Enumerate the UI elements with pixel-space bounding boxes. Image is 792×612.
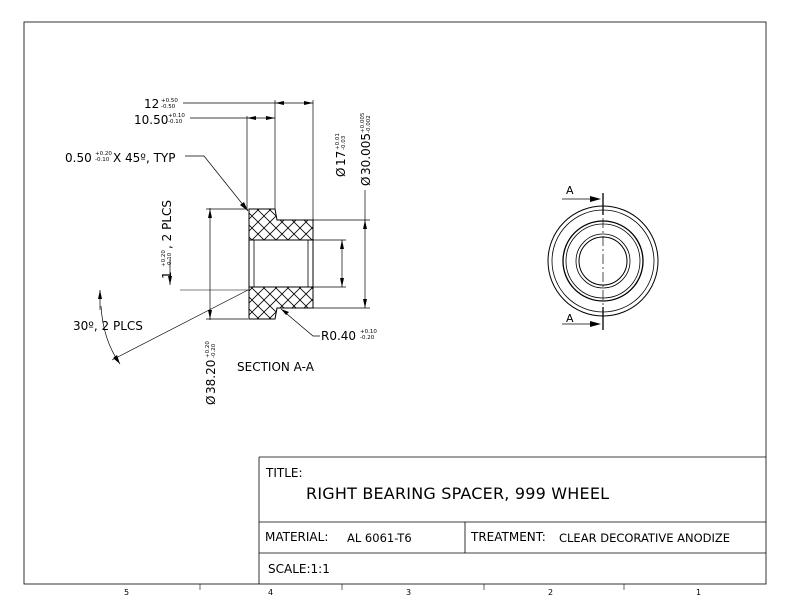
dim-chamfer-tol-hi: +0.20 <box>95 151 112 157</box>
arrow-heads <box>98 101 367 364</box>
material-value: AL 6061-T6 <box>347 531 412 545</box>
dim-1050: 10.50 <box>134 113 168 127</box>
zone-1: 1 <box>696 588 702 597</box>
dim-17-tol-hi: +0.01 <box>335 133 341 150</box>
dim-17: 17 <box>334 151 348 166</box>
sheet-border <box>23 21 767 585</box>
title-block-lines <box>258 456 766 584</box>
material-label: MATERIAL: <box>265 530 329 544</box>
dim-3820-tol-hi: +0.20 <box>205 341 211 358</box>
section-bottom-hatch <box>248 286 314 320</box>
view-marker-bottom: A <box>566 312 574 325</box>
zone-4: 4 <box>268 588 274 597</box>
dim-12-tol-lo: -0.50 <box>161 104 176 110</box>
dim-12: 12 <box>144 97 159 111</box>
title-label: TITLE: <box>266 466 303 480</box>
dim-12-tol-hi: +0.50 <box>161 98 178 104</box>
dim-3820-tol-lo: -0.20 <box>211 343 217 358</box>
treatment-label: TREATMENT: <box>471 530 546 544</box>
dim-17-symbol: Ø <box>334 168 348 177</box>
zone-3: 3 <box>406 588 412 597</box>
dim-30: 30.005 <box>359 133 373 175</box>
dim-30-tol-lo: -0.002 <box>366 115 372 133</box>
dim-chamfer-tol-lo: -0.10 <box>95 157 110 163</box>
end-view <box>547 193 659 330</box>
dim-step-suffix: , 2 PLCS <box>160 200 174 249</box>
view-marker-top: A <box>566 184 574 197</box>
section-label: SECTION A-A <box>237 360 315 374</box>
dim-3820-symbol: Ø <box>204 396 218 405</box>
dimension-lines <box>99 100 370 365</box>
section-view <box>180 208 314 320</box>
dim-step-tol-lo: -0.10 <box>167 252 173 267</box>
drawing-title: RIGHT BEARING SPACER, 999 WHEEL <box>306 484 610 503</box>
section-top-hatch <box>248 208 314 241</box>
dim-1050-tol-lo: -0.10 <box>168 119 183 125</box>
dim-step: 1 <box>160 271 174 279</box>
scale-value: SCALE:1:1 <box>268 562 330 576</box>
dim-radius-tol-hi: +0.10 <box>360 329 377 335</box>
dim-chamfer: 0.50 <box>65 151 92 165</box>
zone-ticks <box>199 584 625 590</box>
dim-chamfer-suffix: X 45º, TYP <box>113 151 175 165</box>
treatment-value: CLEAR DECORATIVE ANODIZE <box>559 531 731 545</box>
dim-1050-tol-hi: +0.10 <box>168 113 185 119</box>
dim-radius-tol-lo: -0.20 <box>360 335 375 341</box>
dim-angle: 30º, 2 PLCS <box>73 319 143 333</box>
dim-17-tol-lo: -0.03 <box>341 135 347 150</box>
dim-30-symbol: Ø <box>359 177 373 186</box>
dim-3820: 38.20 <box>204 360 218 394</box>
dim-30-tol-hi: +0.005 <box>360 112 366 133</box>
view-arrows <box>590 196 601 327</box>
zone-2: 2 <box>548 588 554 597</box>
dim-radius: R0.40 <box>321 329 356 343</box>
zone-5: 5 <box>124 588 130 597</box>
dim-step-tol-hi: +0.20 <box>161 250 167 267</box>
dimension-text: 12 +0.50 -0.50 10.50 +0.10 -0.10 0.50 +0… <box>65 97 574 405</box>
